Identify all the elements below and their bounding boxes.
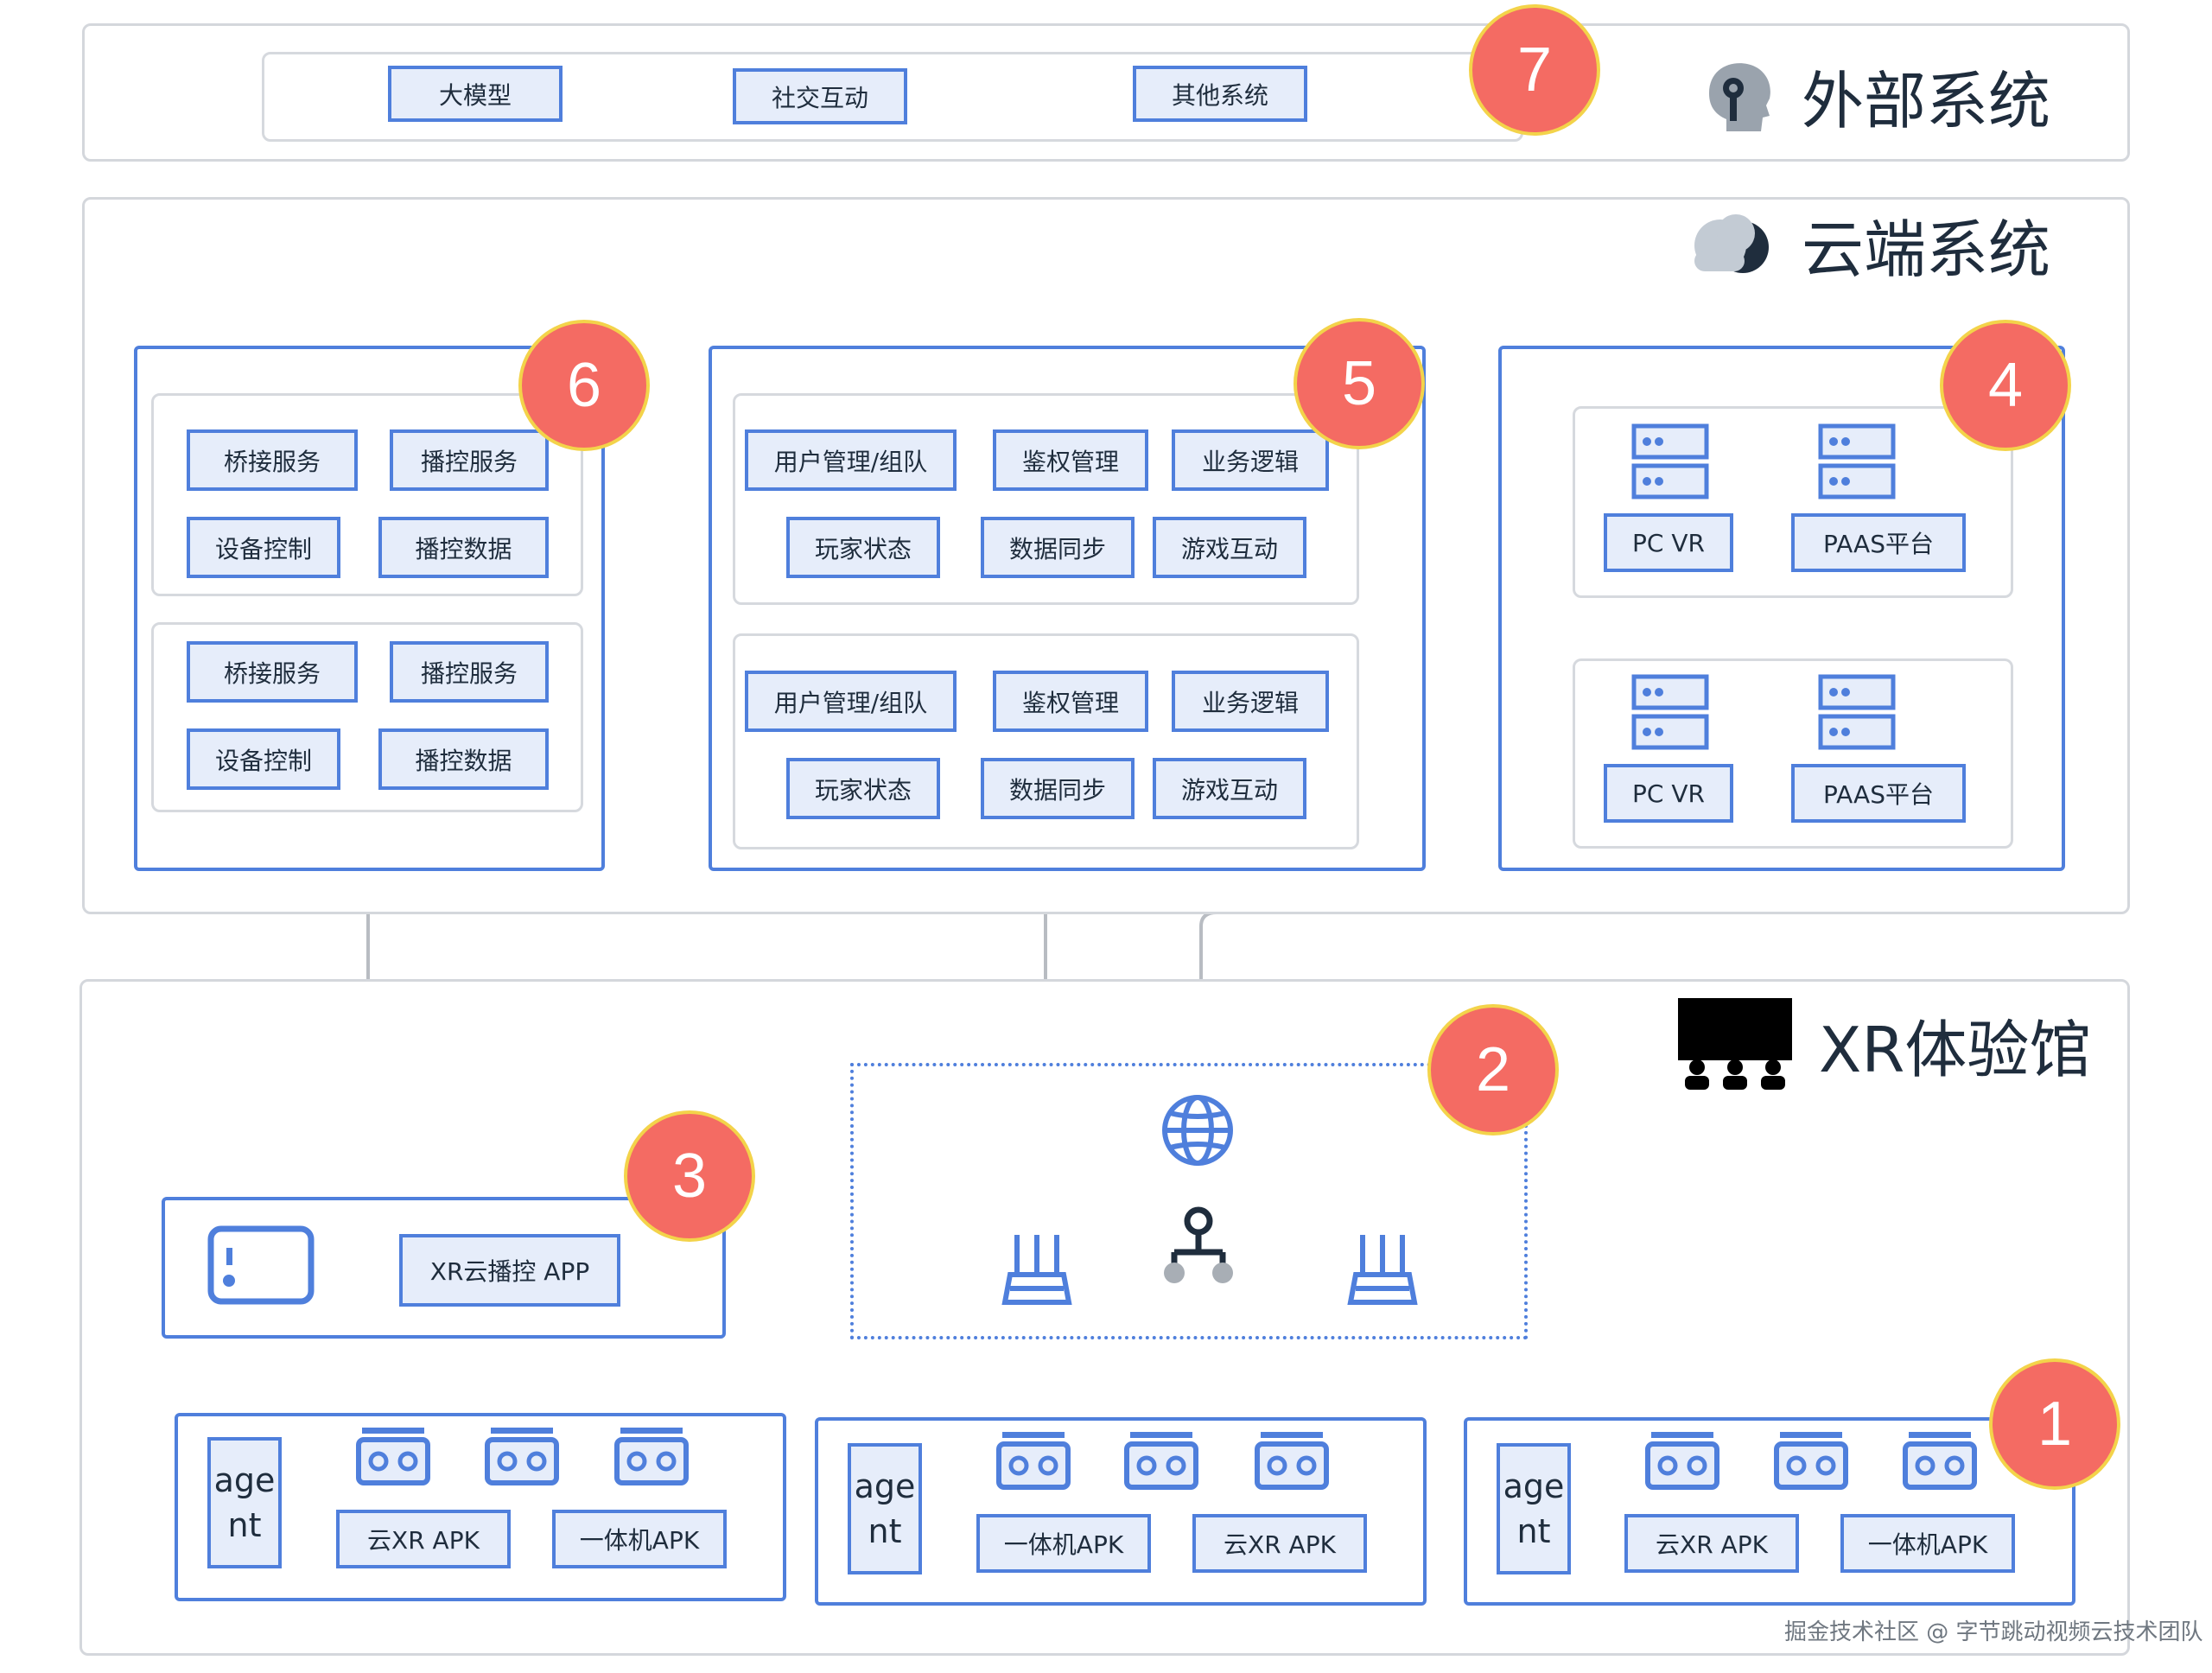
game-interaction-chip: 游戏互动 xyxy=(1153,758,1306,819)
vr-headset-icon xyxy=(1123,1430,1199,1491)
paas-platform-chip: PAAS平台 xyxy=(1791,513,1966,572)
bridge-service-chip: 桥接服务 xyxy=(187,641,358,703)
xr-hall-title: XR体验馆 xyxy=(1819,1013,2092,1086)
server-rack-icon xyxy=(1631,674,1709,750)
cloud-xr-apk-chip: 云XR APK xyxy=(1624,1514,1799,1573)
vr-headset-icon xyxy=(1773,1430,1849,1491)
data-sync-chip: 数据同步 xyxy=(981,517,1135,578)
tablet-icon xyxy=(207,1225,315,1305)
bridge-service-chip: 桥接服务 xyxy=(187,429,358,491)
server-rack-icon xyxy=(1631,423,1709,499)
badge-1: 1 xyxy=(1989,1358,2120,1490)
standalone-apk-chip: 一体机APK xyxy=(1840,1514,2015,1573)
cloud-title: 云端系统 xyxy=(1802,213,2051,286)
player-status-chip: 玩家状态 xyxy=(786,517,940,578)
badge-6: 6 xyxy=(518,320,650,451)
external-title: 外部系统 xyxy=(1802,64,2051,137)
vr-headset-icon xyxy=(1644,1430,1720,1491)
chip-large-model: 大模型 xyxy=(388,66,563,122)
xr-cloud-control-app-chip: XR云播控 APP xyxy=(399,1234,620,1307)
user-management-chip: 用户管理/组队 xyxy=(745,429,957,491)
chip-other-systems: 其他系统 xyxy=(1133,66,1307,122)
player-status-chip: 玩家状态 xyxy=(786,758,940,819)
playback-data-chip: 播控数据 xyxy=(378,517,549,578)
pc-vr-chip: PC VR xyxy=(1604,764,1733,823)
vr-headset-icon xyxy=(484,1426,560,1486)
badge-2: 2 xyxy=(1427,1004,1559,1135)
standalone-apk-chip: 一体机APK xyxy=(976,1514,1151,1573)
auth-management-chip: 鉴权管理 xyxy=(993,671,1148,732)
chip-social-interaction: 社交互动 xyxy=(733,68,907,124)
pc-vr-chip: PC VR xyxy=(1604,513,1733,572)
cloud-icon xyxy=(1689,207,1776,277)
auth-management-chip: 鉴权管理 xyxy=(993,429,1148,491)
vr-headset-icon xyxy=(355,1426,431,1486)
network-hub-icon xyxy=(1162,1205,1235,1285)
audience-icon xyxy=(1678,998,1792,1091)
vr-headset-icon xyxy=(995,1430,1071,1491)
cloud-xr-apk-chip: 云XR APK xyxy=(336,1510,511,1568)
vr-headset-icon xyxy=(613,1426,690,1486)
user-management-chip: 用户管理/组队 xyxy=(745,671,957,732)
router-icon xyxy=(1344,1231,1421,1306)
game-interaction-chip: 游戏互动 xyxy=(1153,517,1306,578)
badge-5: 5 xyxy=(1294,318,1425,449)
paas-platform-chip: PAAS平台 xyxy=(1791,764,1966,823)
server-rack-icon xyxy=(1818,423,1896,499)
server-rack-icon xyxy=(1818,674,1896,750)
business-logic-chip: 业务逻辑 xyxy=(1172,671,1329,732)
standalone-apk-chip: 一体机APK xyxy=(552,1510,727,1568)
vr-headset-icon xyxy=(1902,1430,1978,1491)
network-zone xyxy=(850,1063,1528,1339)
badge-4: 4 xyxy=(1940,320,2071,451)
business-logic-chip: 业务逻辑 xyxy=(1172,429,1329,491)
playback-service-chip: 播控服务 xyxy=(390,429,549,491)
watermark: 掘金技术社区 @ 字节跳动视频云技术团队 xyxy=(1784,1619,2203,1645)
device-control-chip: 设备控制 xyxy=(187,517,340,578)
globe-icon xyxy=(1160,1092,1236,1168)
device-control-chip: 设备控制 xyxy=(187,728,340,790)
vr-headset-icon xyxy=(1254,1430,1330,1491)
data-sync-chip: 数据同步 xyxy=(981,758,1135,819)
router-icon xyxy=(998,1231,1076,1306)
playback-data-chip: 播控数据 xyxy=(378,728,549,790)
cloud-xr-apk-chip: 云XR APK xyxy=(1192,1514,1367,1573)
badge-7: 7 xyxy=(1469,4,1600,136)
badge-3: 3 xyxy=(624,1110,755,1242)
head-gear-icon xyxy=(1700,59,1773,135)
playback-service-chip: 播控服务 xyxy=(390,641,549,703)
